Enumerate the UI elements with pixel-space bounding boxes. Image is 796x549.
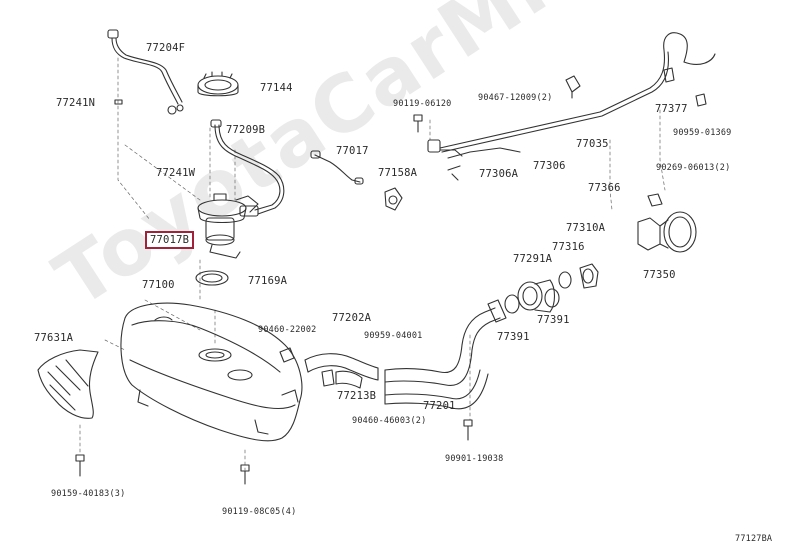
callout-90159-40183[interactable]: 90159-40183(3) <box>51 489 126 499</box>
callout-90460-46003[interactable]: 90460-46003(2) <box>352 416 427 426</box>
breather-pipe-77035-shape <box>427 32 716 157</box>
callout-77306[interactable]: 77306 <box>533 160 566 172</box>
callout-77241W[interactable]: 77241W <box>156 167 196 179</box>
clip-90460-22002-shape <box>279 347 295 363</box>
callout-77202A[interactable]: 77202A <box>332 312 372 324</box>
callout-77316[interactable]: 77316 <box>552 241 585 253</box>
filler-neck-parts-shape <box>504 263 599 314</box>
callout-77017[interactable]: 77017 <box>336 145 369 157</box>
bolt-90119-08C05-shape <box>240 464 250 485</box>
callout-77209B[interactable]: 77209B <box>226 124 266 136</box>
callout-77306A[interactable]: 77306A <box>479 168 519 180</box>
callout-77100[interactable]: 77100 <box>142 279 175 291</box>
callout-90959-01369[interactable]: 90959-01369 <box>673 128 732 138</box>
callout-77291A[interactable]: 77291A <box>513 253 553 265</box>
pump-module-77017B-shape <box>197 193 259 259</box>
callout-90460-22002[interactable]: 90460-22002 <box>258 325 317 335</box>
lock-ring-77144-shape <box>197 71 239 97</box>
callout-77631A[interactable]: 77631A <box>34 332 74 344</box>
plug-77158A-shape <box>384 187 403 211</box>
callout-77204F[interactable]: 77204F <box>146 42 186 54</box>
callout-77158A[interactable]: 77158A <box>378 167 418 179</box>
bolt-90119-06120-shape <box>413 114 423 133</box>
callout-90119-08C05[interactable]: 90119-08C05(4) <box>222 507 297 517</box>
callout-77391-upper[interactable]: 77391 <box>537 314 570 326</box>
callout-77201[interactable]: 77201 <box>423 400 456 412</box>
callout-77213B[interactable]: 77213B <box>337 390 377 402</box>
callout-90901-19038[interactable]: 90901-19038 <box>445 454 504 464</box>
hose-77306-shape <box>447 147 521 181</box>
callout-90467-12009[interactable]: 90467-12009(2) <box>478 93 553 103</box>
grommet-77377-shape <box>663 67 707 107</box>
callout-77035[interactable]: 77035 <box>576 138 609 150</box>
sender-cable-77017-shape <box>310 150 364 185</box>
filler-pipe-77201-shape <box>384 299 507 410</box>
callout-77310A[interactable]: 77310A <box>566 222 606 234</box>
callout-90269-06013[interactable]: 90269-06013(2) <box>656 163 731 173</box>
fuel-tank-77100-shape <box>120 302 303 442</box>
hose-77202A-shape <box>304 353 379 381</box>
callout-77350[interactable]: 77350 <box>643 269 676 281</box>
leader-lines <box>79 57 666 471</box>
figure-id: 77127BA <box>735 534 773 544</box>
hose-77213B-shape <box>321 369 363 389</box>
callout-77391-lower[interactable]: 77391 <box>497 331 530 343</box>
bolt-90159-40183-shape <box>75 454 85 477</box>
clip-77241N-shape <box>114 99 123 105</box>
callout-90959-04001[interactable]: 90959-04001 <box>364 331 423 341</box>
hose-77204F-shape <box>107 29 184 115</box>
bolt-90901-19038-shape <box>463 419 473 441</box>
callout-77377[interactable]: 77377 <box>655 103 688 115</box>
hose-77209B-shape <box>210 119 285 215</box>
gasket-77169A-shape <box>195 270 229 286</box>
callout-77144[interactable]: 77144 <box>260 82 293 94</box>
callout-77241N[interactable]: 77241N <box>56 97 96 109</box>
clip-90467-12009-shape <box>565 75 581 99</box>
callout-77366[interactable]: 77366 <box>588 182 621 194</box>
callout-90119-06120[interactable]: 90119-06120 <box>393 99 452 109</box>
insulator-77631A-shape <box>37 349 99 419</box>
callout-77017B[interactable]: 77017B <box>145 231 195 249</box>
fuel-lid-77350-shape <box>637 193 697 253</box>
callout-77169A[interactable]: 77169A <box>248 275 288 287</box>
